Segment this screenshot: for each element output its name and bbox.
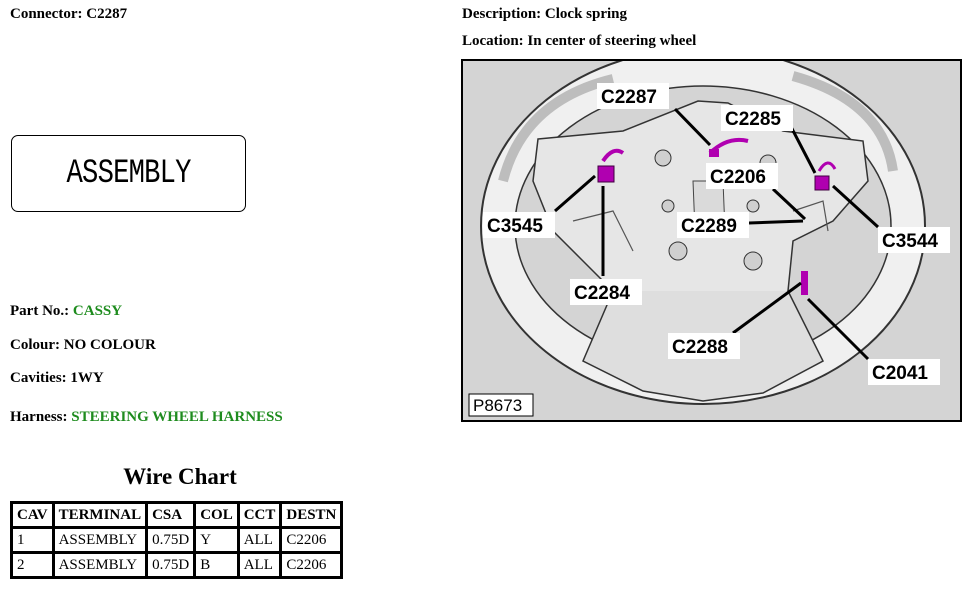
picture-id-box	[468, 393, 534, 417]
harness-field: Harness: STEERING WHEEL HARNESS	[10, 409, 283, 426]
picture-id: P8673	[473, 396, 522, 415]
callout-c2288: C2288	[672, 337, 728, 358]
cavities-field: Cavities: 1WY	[10, 370, 104, 387]
connector-c3544	[814, 175, 830, 191]
description-field: Description: Clock spring	[462, 6, 627, 23]
header-destn: DESTN	[279, 501, 344, 529]
assembly-box-text: ASSEMBLY	[66, 154, 191, 193]
callout-c2287: C2287	[601, 87, 657, 108]
cell-terminal: ASSEMBLY	[51, 526, 149, 554]
cell-terminal: ASSEMBLY	[51, 551, 149, 579]
table-row: 2 ASSEMBLY 0.75D B ALL C2206	[10, 551, 344, 579]
callout-bg	[570, 279, 642, 305]
cavities-value: 1WY	[70, 370, 104, 386]
connector-c2287	[709, 149, 719, 157]
callout-c2285: C2285	[725, 109, 781, 130]
callout-bg	[868, 359, 940, 385]
location-label: Location:	[462, 33, 524, 49]
table-row: 1 ASSEMBLY 0.75D Y ALL C2206	[10, 526, 344, 554]
harness-label: Harness:	[10, 409, 68, 425]
cell-cct: ALL	[236, 551, 283, 579]
connector-c2288	[801, 271, 808, 295]
colour-field: Colour: NO COLOUR	[10, 337, 156, 354]
hub-boss	[654, 149, 672, 167]
header-cav: CAV	[10, 501, 55, 529]
location-value: In center of steering wheel	[527, 33, 697, 49]
cell-cct: ALL	[236, 526, 283, 554]
cell-cav: 1	[10, 526, 55, 554]
description-value: Clock spring	[544, 6, 628, 22]
connector-value: C2287	[86, 6, 128, 22]
callout-c3544: C3544	[882, 231, 938, 252]
leader-c2287	[673, 107, 712, 147]
hub-ribs	[572, 200, 829, 252]
wire-chart-title: Wire Chart	[123, 464, 237, 489]
leader-c3545	[554, 174, 596, 213]
hub-boss	[661, 199, 675, 213]
callout-bg	[597, 83, 669, 109]
leader-c2041	[806, 297, 870, 361]
wire-chart-header-row: CAV TERMINAL CSA COL CCT DESTN	[10, 501, 344, 529]
rim-highlight	[498, 74, 615, 183]
part-no-link[interactable]: CASSY	[72, 303, 123, 319]
hub-boss	[668, 241, 688, 261]
cell-destn: C2206	[279, 551, 344, 579]
callout-bg	[668, 333, 740, 359]
leader-c2206	[771, 187, 807, 221]
part-no-label: Part No.:	[10, 303, 70, 319]
callout-bg	[677, 212, 749, 238]
header-terminal: TERMINAL	[51, 501, 149, 529]
connector-c3545	[597, 165, 615, 183]
callout-c2289: C2289	[681, 216, 737, 237]
header-cct: CCT	[236, 501, 283, 529]
header-csa: CSA	[145, 501, 197, 529]
leader-c3544	[831, 184, 880, 229]
harness-link[interactable]: STEERING WHEEL HARNESS	[71, 409, 283, 425]
callout-c3545: C3545	[487, 216, 543, 237]
cavities-label: Cavities:	[10, 370, 67, 386]
hub-boss	[746, 199, 760, 213]
connector-face-box: ASSEMBLY	[11, 135, 246, 212]
steering-wheel-diagram: C2287 C2285 C2206 C3545 C2289 C3544 C228…	[461, 59, 962, 422]
location-field: Location: In center of steering wheel	[462, 33, 696, 50]
rim-highlight	[791, 71, 898, 172]
connector-field: Connector: C2287	[10, 6, 127, 23]
callout-labels: C2287 C2285 C2206 C3545 C2289 C3544 C228…	[483, 83, 950, 385]
header-col: COL	[193, 501, 240, 529]
part-no-field: Part No.: CASSY	[10, 303, 122, 320]
cell-csa: 0.75D	[145, 526, 197, 554]
description-label: Description:	[462, 6, 542, 22]
colour-value: NO COLOUR	[63, 337, 156, 353]
leader-c2289	[748, 219, 804, 225]
callout-c2206: C2206	[710, 167, 766, 188]
cell-col: B	[193, 551, 240, 579]
cell-csa: 0.75D	[145, 551, 197, 579]
steering-wheel-illustration: C2287 C2285 C2206 C3545 C2289 C3544 C228…	[468, 61, 950, 417]
connector-label: Connector:	[10, 6, 83, 22]
cell-col: Y	[193, 526, 240, 554]
callout-bg	[483, 212, 555, 238]
callout-bg	[706, 163, 778, 189]
wire-chart-table: CAV TERMINAL CSA COL CCT DESTN 1 ASSEMBL…	[10, 501, 344, 579]
colour-label: Colour:	[10, 337, 60, 353]
callout-bg	[878, 227, 950, 253]
hub-boss	[743, 251, 763, 271]
leader-c2288	[732, 281, 802, 335]
callout-c2041: C2041	[872, 363, 928, 384]
wire-c3544	[817, 161, 837, 172]
callout-c2284: C2284	[574, 283, 630, 304]
wire-c3545	[601, 148, 625, 163]
cell-cav: 2	[10, 551, 55, 579]
callout-bg	[721, 105, 793, 131]
cell-destn: C2206	[279, 526, 344, 554]
